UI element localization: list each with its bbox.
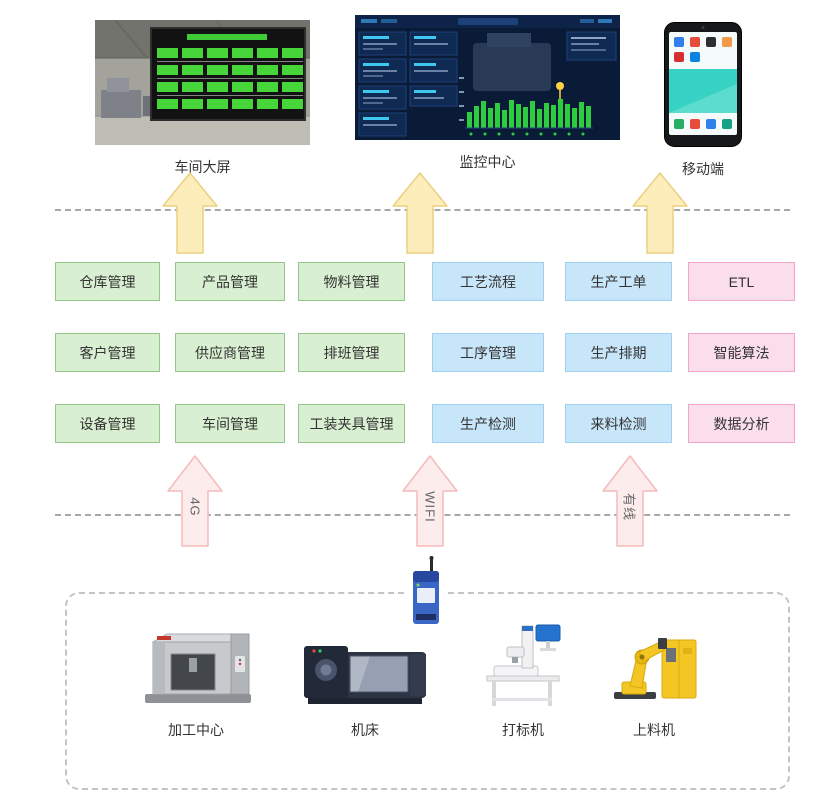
module-fixture-mgmt: 工装夹具管理 xyxy=(298,404,405,443)
module-production-inspection: 生产检测 xyxy=(432,404,544,443)
connection-wired: 有线 xyxy=(602,455,658,547)
up-arrow-monitoring-center xyxy=(392,172,448,254)
up-arrow-wired xyxy=(602,455,658,547)
connection-4g: 4G xyxy=(167,455,223,547)
up-arrow-4g xyxy=(167,455,223,547)
up-arrow-wifi xyxy=(402,455,458,547)
module-equipment-mgmt: 设备管理 xyxy=(55,404,160,443)
connection-4g-label: 4G xyxy=(187,496,203,517)
module-production-schedule: 生产排期 xyxy=(565,333,672,372)
monitoring-center-label: 监控中心 xyxy=(459,154,516,170)
module-customer-mgmt: 客户管理 xyxy=(55,333,160,372)
module-smart-algorithm: 智能算法 xyxy=(688,333,795,372)
module-procedure-mgmt: 工序管理 xyxy=(432,333,544,372)
device-marking-machine: 打标机 xyxy=(482,620,564,740)
loading-robot-image xyxy=(614,638,697,699)
workshop-screen: 车间大屏 xyxy=(95,20,310,177)
module-material-mgmt: 物料管理 xyxy=(298,262,405,301)
connection-wifi-label: WIFI xyxy=(422,490,438,523)
connection-wifi: WIFI xyxy=(402,455,458,547)
module-etl: ETL xyxy=(688,262,795,301)
lathe-image xyxy=(304,646,426,704)
module-product-mgmt: 产品管理 xyxy=(175,262,285,301)
machining-center-label: 加工中心 xyxy=(168,722,224,738)
module-data-analysis: 数据分析 xyxy=(688,404,795,443)
module-process-flow: 工艺流程 xyxy=(432,262,544,301)
module-shift-mgmt: 排班管理 xyxy=(298,333,405,372)
module-warehouse-mgmt: 仓库管理 xyxy=(55,262,160,301)
device-lathe: 机床 xyxy=(298,620,432,740)
module-workshop-mgmt: 车间管理 xyxy=(175,404,285,443)
device-machining-center: 加工中心 xyxy=(128,620,264,740)
loading-robot-label: 上料机 xyxy=(633,722,675,738)
device-loading-robot: 上料机 xyxy=(606,620,702,740)
up-arrow-mobile xyxy=(632,172,688,254)
workshop-screen-image xyxy=(95,20,310,145)
tablet-image xyxy=(664,22,742,147)
lathe-label: 机床 xyxy=(351,722,379,738)
module-supplier-mgmt: 供应商管理 xyxy=(175,333,285,372)
monitoring-dashboard-image xyxy=(355,15,620,140)
machining-center-image xyxy=(145,633,251,703)
mobile-device: 移动端 xyxy=(664,22,742,179)
up-arrow-workshop-screen xyxy=(162,172,218,254)
marking-machine-image xyxy=(486,624,561,706)
mobile-device-label: 移动端 xyxy=(682,161,724,177)
workshop-screen-label: 车间大屏 xyxy=(174,159,231,175)
monitoring-center: 监控中心 xyxy=(355,15,620,172)
module-incoming-inspection: 来料检测 xyxy=(565,404,672,443)
connection-wired-label: 有线 xyxy=(621,492,637,521)
module-production-order: 生产工单 xyxy=(565,262,672,301)
marking-machine-label: 打标机 xyxy=(502,722,544,738)
gateway-router-image xyxy=(404,556,448,628)
